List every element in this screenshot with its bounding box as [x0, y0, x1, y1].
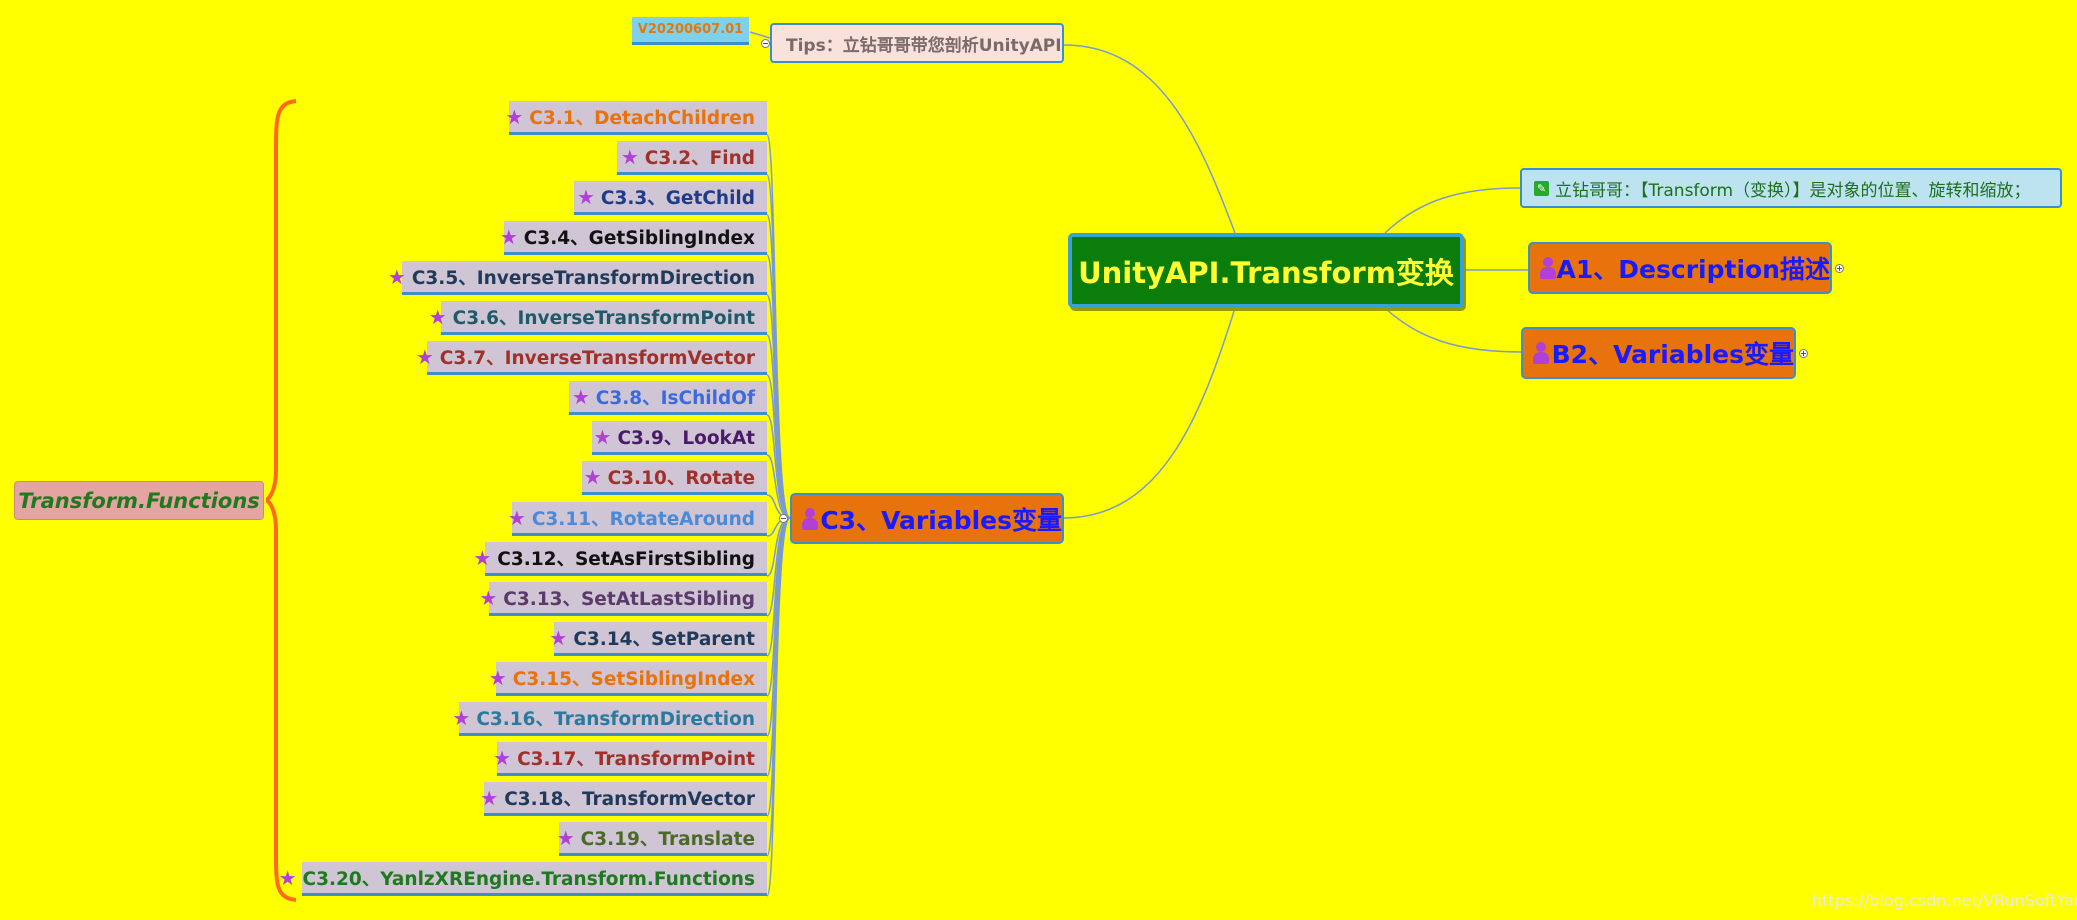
- leaf-connector: [766, 374, 791, 519]
- topic-c3-collapse-icon[interactable]: [779, 514, 788, 523]
- function-item[interactable]: ★C3.7、InverseTransformVector: [416, 341, 767, 375]
- function-item[interactable]: ★C3.17、TransformPoint: [493, 742, 767, 776]
- function-label: C3.12、SetAsFirstSibling: [497, 548, 755, 570]
- topic-label: C3、Variables变量: [820, 505, 1062, 535]
- star-icon: ★: [387, 264, 406, 289]
- function-label: C3.5、InverseTransformDirection: [411, 267, 755, 289]
- star-icon: ★: [493, 745, 512, 770]
- version-label: V20200607.01: [632, 17, 749, 45]
- person-icon: [1540, 257, 1556, 279]
- function-label: C3.6、InverseTransformPoint: [452, 307, 755, 329]
- function-item[interactable]: ★C3.5、InverseTransformDirection: [388, 261, 767, 295]
- topic-a1-expand-icon[interactable]: [1835, 264, 1844, 273]
- watermark: https://blog.csdn.net/VRunSoftYanlz: [1812, 891, 2077, 910]
- function-item[interactable]: ★C3.19、Translate: [556, 822, 767, 856]
- function-item[interactable]: ★C3.1、DetachChildren: [505, 101, 767, 135]
- function-label: C3.4、GetSiblingIndex: [523, 227, 755, 249]
- note-edit-icon: ✎: [1534, 180, 1549, 196]
- function-label: C3.20、YanlzXREngine.Transform.Functions: [302, 868, 756, 890]
- function-label: C3.14、SetParent: [573, 628, 755, 650]
- star-icon: ★: [278, 865, 297, 890]
- function-item[interactable]: ★C3.13、SetAtLastSibling: [479, 582, 767, 616]
- topic-b2-expand-icon[interactable]: [1799, 349, 1808, 358]
- function-item[interactable]: ★C3.3、GetChild: [574, 181, 767, 215]
- topic-label: A1、Description描述: [1556, 255, 1830, 284]
- description-note[interactable]: ✎ 立钻哥哥：【Transform（变换）】是对象的位置、旋转和缩放；: [1520, 168, 2062, 208]
- star-icon: ★: [415, 344, 434, 369]
- function-item[interactable]: ★C3.10、Rotate: [582, 461, 767, 495]
- function-label: C3.16、TransformDirection: [476, 708, 755, 730]
- function-label: C3.18、TransformVector: [504, 788, 755, 810]
- star-icon: ★: [505, 104, 524, 129]
- star-icon: ★: [428, 304, 447, 329]
- person-icon: [1533, 342, 1549, 364]
- star-icon: ★: [507, 505, 526, 530]
- function-item[interactable]: ★C3.6、InverseTransformPoint: [429, 301, 767, 335]
- function-label: C3.9、LookAt: [617, 427, 755, 449]
- tips-collapse-icon[interactable]: [761, 39, 770, 48]
- star-icon: ★: [473, 545, 492, 570]
- central-topic[interactable]: UnityAPI.Transform变换: [1068, 233, 1464, 308]
- function-item[interactable]: ★C3.14、SetParent: [549, 622, 767, 656]
- function-item[interactable]: ★C3.2、Find: [617, 141, 767, 175]
- star-icon: ★: [488, 665, 507, 690]
- star-icon: ★: [452, 705, 471, 730]
- topic-label: B2、Variables变量: [1551, 340, 1794, 369]
- function-item[interactable]: ★C3.9、LookAt: [592, 421, 767, 455]
- star-icon: ★: [549, 625, 568, 650]
- function-label: C3.11、RotateAround: [531, 508, 755, 530]
- star-icon: ★: [499, 224, 518, 249]
- function-item[interactable]: ★C3.20、YanlzXREngine.Transform.Functions: [279, 862, 767, 896]
- tips-topic[interactable]: Tips：立钻哥哥带您剖析UnityAPI: [770, 23, 1064, 63]
- function-item[interactable]: ★C3.15、SetSiblingIndex: [489, 662, 767, 696]
- function-label: C3.17、TransformPoint: [517, 748, 755, 770]
- star-icon: ★: [583, 464, 602, 489]
- star-icon: ★: [593, 424, 612, 449]
- function-label: C3.2、Find: [644, 147, 755, 169]
- topic-a1-description[interactable]: A1、Description描述: [1528, 242, 1832, 294]
- star-icon: ★: [556, 825, 575, 850]
- star-icon: ★: [479, 585, 498, 610]
- person-icon: [802, 507, 819, 530]
- star-icon: ★: [480, 785, 499, 810]
- function-label: C3.19、Translate: [580, 828, 755, 850]
- function-label: C3.13、SetAtLastSibling: [503, 588, 755, 610]
- function-item[interactable]: ★C3.12、SetAsFirstSibling: [473, 542, 767, 576]
- function-label: C3.1、DetachChildren: [529, 107, 755, 129]
- function-label: C3.7、InverseTransformVector: [439, 347, 755, 369]
- function-item[interactable]: ★C3.18、TransformVector: [480, 782, 767, 816]
- function-item[interactable]: ★C3.8、IsChildOf: [569, 381, 767, 415]
- boundary-brace: [265, 99, 297, 902]
- star-icon: ★: [571, 384, 590, 409]
- star-icon: ★: [620, 144, 639, 169]
- star-icon: ★: [576, 184, 595, 209]
- function-label: C3.15、SetSiblingIndex: [512, 668, 755, 690]
- function-item[interactable]: ★C3.16、TransformDirection: [452, 702, 767, 736]
- description-note-text: 立钻哥哥：【Transform（变换）】是对象的位置、旋转和缩放；: [1555, 180, 2031, 201]
- topic-c3-variables[interactable]: C3、Variables变量: [790, 493, 1064, 544]
- function-item[interactable]: ★C3.11、RotateAround: [508, 502, 767, 536]
- boundary-label[interactable]: Transform.Functions: [14, 481, 264, 520]
- topic-b2-variables[interactable]: B2、Variables变量: [1521, 327, 1796, 379]
- leaf-connector: [766, 517, 791, 897]
- function-item[interactable]: ★C3.4、GetSiblingIndex: [500, 221, 767, 255]
- function-label: C3.3、GetChild: [600, 187, 755, 209]
- function-label: C3.8、IsChildOf: [595, 387, 755, 409]
- function-label: C3.10、Rotate: [607, 467, 755, 489]
